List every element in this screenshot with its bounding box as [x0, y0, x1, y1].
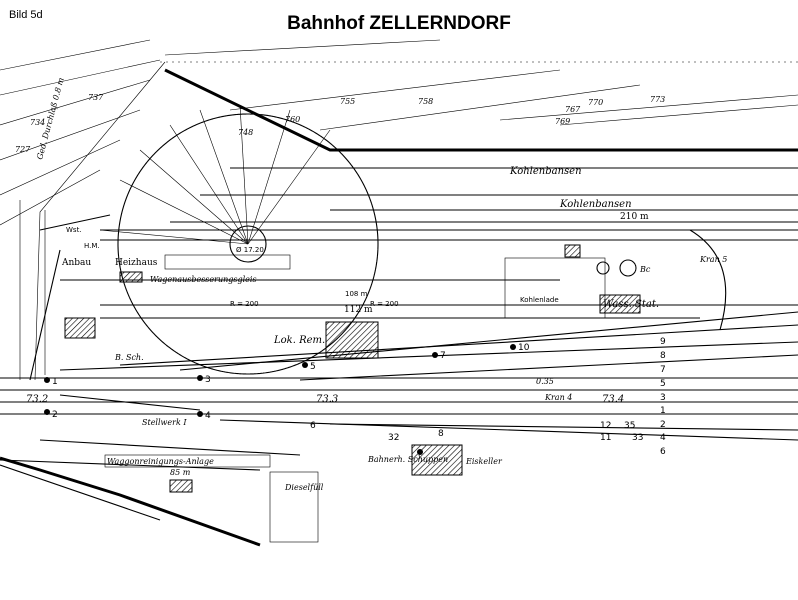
switch-label: 12 — [600, 421, 611, 431]
signal-marker — [432, 352, 438, 358]
figure-label: Bild 5d — [9, 9, 43, 21]
wagen-ausbess-rect — [164, 254, 291, 270]
label-eiskeller: Eiskeller — [465, 457, 503, 466]
track-number: 8 — [660, 351, 666, 361]
label-wst: Wst. — [66, 226, 82, 234]
shed — [119, 271, 143, 283]
buildings — [64, 244, 641, 543]
dimension-labels: 112 m 108 m R = 200 R = 200 Ø 17.20 — [230, 246, 399, 315]
track-number: 1 — [660, 406, 666, 416]
label-kran: Kran 4 — [544, 393, 572, 402]
switch-label: 32 — [388, 433, 399, 443]
switch-label: 3 — [205, 375, 211, 385]
label-bahnerh-schuppen: Bahnerh. Schuppen — [367, 455, 448, 464]
signal-marker — [44, 409, 50, 415]
contour-lines — [0, 39, 798, 226]
km-mark: 769 — [555, 117, 570, 126]
label-wagen-ausbess: Wagenausbesserungsgleis — [150, 275, 257, 284]
km-mark: 767 — [565, 105, 581, 114]
signal-marker — [302, 362, 308, 368]
track-number: 5 — [660, 379, 666, 389]
turntable-fan — [99, 104, 379, 375]
km-post: 73.3 — [316, 394, 338, 405]
wass-stat-building — [599, 294, 641, 314]
switch-label: 5 — [310, 362, 316, 372]
label-waggon-length: 85 m — [170, 468, 191, 477]
switch-label: 33 — [632, 433, 643, 443]
switch-label: 8 — [438, 429, 444, 439]
km-post: 0.35 — [536, 377, 554, 386]
diesel-area — [269, 471, 319, 543]
label-b-sch: B. Sch. — [114, 353, 144, 362]
track-number: 3 — [660, 393, 666, 403]
label-bc: Bc — [639, 265, 651, 274]
switch-label: 6 — [310, 421, 316, 431]
track-number: 6 — [660, 447, 666, 457]
km-mark: 748 — [238, 128, 253, 137]
label-stellwerk: Stellwerk I — [142, 418, 187, 427]
label-kohlenbansen-1: Kohlenbansen — [509, 166, 582, 177]
km-post: 73.4 — [602, 394, 624, 405]
label-heizhaus: Heizhaus — [115, 258, 158, 268]
switch-label: 11 — [600, 433, 611, 443]
signal-marker — [417, 449, 423, 455]
km-mark: 773 — [650, 95, 665, 104]
switch-label: 7 — [440, 351, 446, 361]
km-marks: 737 734 727 748 755 758 760 767 769 770 … — [15, 93, 665, 154]
label-anbau: Anbau — [61, 258, 91, 268]
km-mark: 770 — [588, 98, 603, 107]
label-turntable: Ø 17.20 — [236, 246, 264, 254]
signal-marker — [44, 377, 50, 383]
label-wass-stat: Wass. Stat. — [603, 299, 659, 310]
label-r-200a: R = 200 — [370, 300, 399, 308]
km-mark: 737 — [88, 93, 104, 102]
signal-markers — [44, 344, 516, 455]
page-title: Bahnhof ZELLERNDORF — [287, 13, 511, 34]
track-number: 9 — [660, 337, 666, 347]
switch-numbers: 1 2 3 4 5 6 7 8 10 11 12 32 33 35 — [52, 343, 643, 443]
waggon-anlage-rect — [104, 454, 271, 468]
lok-rem-building — [325, 321, 379, 359]
track-numbers: 9 8 7 5 3 1 2 4 6 — [660, 337, 666, 457]
station-boundary — [19, 61, 798, 381]
km-post: 73.2 — [26, 394, 48, 405]
label-waggon-anlage: Waggonreinigungs-Anlage — [107, 457, 214, 466]
label-hm: H.M. — [84, 242, 100, 250]
switch-label: 35 — [624, 421, 635, 431]
label-lok-rem: Lok. Rem. — [273, 335, 325, 346]
signal-marker — [197, 375, 203, 381]
switch-label: 4 — [205, 411, 211, 421]
track-number: 4 — [660, 433, 666, 443]
label-r-200b: R = 200 — [230, 300, 259, 308]
switch-label: 1 — [52, 377, 58, 387]
water-tank-2 — [596, 261, 610, 275]
label-diesel: Dieselfüll — [284, 483, 324, 492]
label-kohlenlade: Kohlenlade — [520, 296, 559, 304]
water-tank — [619, 259, 637, 277]
label-kran-5: Kran 5 — [699, 255, 727, 264]
kohlenlade-shed — [564, 244, 581, 258]
km-posts: 73.2 73.3 73.4 0.35 — [26, 377, 624, 405]
km-mark: 734 — [30, 118, 45, 127]
track-number: 2 — [660, 420, 666, 430]
tracks — [0, 167, 798, 547]
km-mark: 760 — [285, 115, 300, 124]
shed-dwg — [64, 317, 96, 339]
label-kohlenbansen-2: Kohlenbansen — [559, 199, 632, 210]
signal-marker — [510, 344, 516, 350]
label-kohlenbansen-length: 210 m — [620, 212, 649, 222]
hut — [169, 479, 193, 493]
switch-label: 10 — [518, 343, 530, 353]
label-len-112: 112 m — [344, 305, 373, 315]
km-mark: 758 — [418, 97, 433, 106]
switch-label: 2 — [52, 410, 58, 420]
km-mark: 755 — [340, 97, 355, 106]
km-mark: 727 — [15, 145, 31, 154]
track-number: 7 — [660, 365, 666, 375]
signal-marker — [197, 411, 203, 417]
water-area — [504, 257, 606, 319]
label-len-108: 108 m — [345, 290, 368, 298]
